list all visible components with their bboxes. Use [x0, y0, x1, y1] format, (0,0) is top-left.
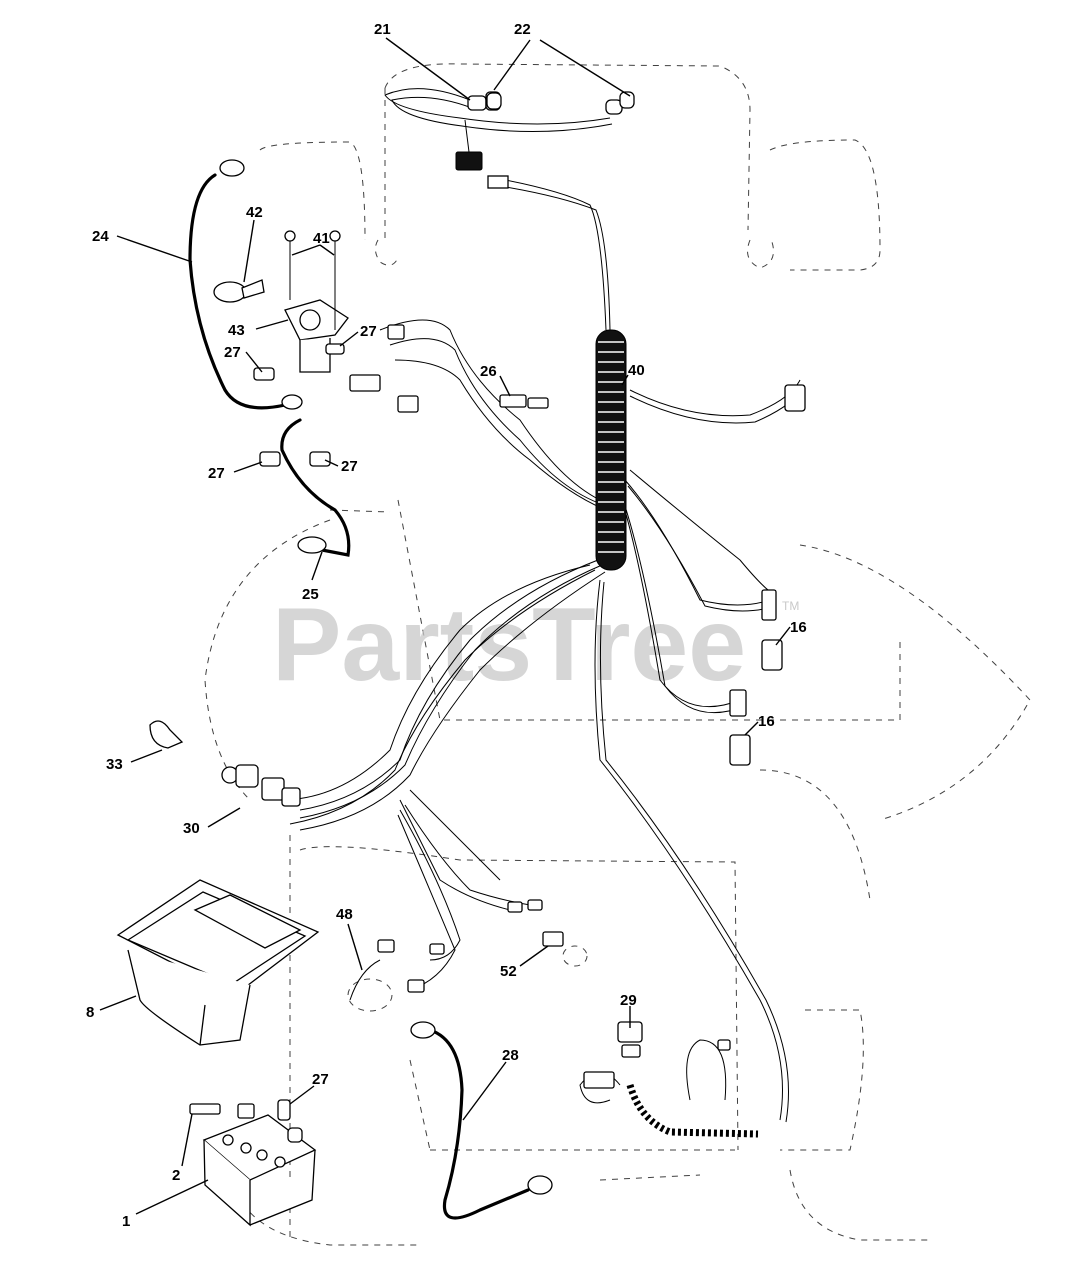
callout-40: 40	[628, 362, 645, 379]
bracket	[349, 324, 806, 413]
tractor-ghost-outline	[204, 63, 1031, 1246]
clip-33	[149, 720, 184, 749]
key-42	[213, 279, 265, 303]
callout-2: 2	[172, 1167, 180, 1184]
cable-28	[410, 1021, 553, 1220]
cable-24	[188, 159, 303, 410]
callout-26: 26	[480, 363, 497, 380]
connector-48	[347, 939, 445, 1012]
callout-33: 33	[106, 756, 123, 773]
callout-43: 43	[228, 322, 245, 339]
battery-1	[202, 1114, 317, 1227]
small-connectors	[507, 899, 543, 913]
callout-30: 30	[183, 820, 200, 837]
leader-lines	[99, 37, 791, 1215]
battery-box-8	[116, 879, 320, 1046]
callout-16-b: 16	[758, 713, 775, 730]
screws-41	[284, 230, 341, 330]
switch-16b	[729, 689, 751, 766]
headlight-bulb-22a	[486, 92, 502, 110]
headlight-bulb-22b	[605, 91, 635, 115]
callout-28: 28	[502, 1047, 519, 1064]
connector-30	[221, 764, 301, 807]
callout-52: 52	[500, 963, 517, 980]
callout-24: 24	[92, 228, 109, 245]
connector-26	[499, 394, 549, 409]
callouts: 21 22 24 42 41 43 27 27 26 40 27 27 25 1…	[86, 21, 807, 1230]
callout-16-a: 16	[790, 619, 807, 636]
callout-27-b: 27	[224, 344, 241, 361]
watermark-tm: TM	[782, 599, 799, 613]
callout-27-a: 27	[360, 323, 377, 340]
callout-25: 25	[302, 586, 319, 603]
harness-loom	[595, 329, 627, 571]
connector	[455, 151, 509, 189]
loom-ribs	[598, 341, 624, 553]
terminals-27	[253, 343, 345, 1121]
callout-1: 1	[122, 1213, 130, 1230]
connector-52	[542, 931, 588, 967]
coiled-cable	[626, 1083, 759, 1138]
callout-8: 8	[86, 1004, 94, 1021]
callout-21: 21	[374, 21, 391, 38]
callout-27-d: 27	[341, 458, 358, 475]
callout-41: 41	[313, 230, 330, 247]
callout-48: 48	[336, 906, 353, 923]
switch-16a	[761, 589, 783, 671]
watermark: PartsTree	[272, 587, 746, 703]
bolt-2	[189, 1103, 255, 1119]
callout-29: 29	[620, 992, 637, 1009]
callout-27-e: 27	[312, 1071, 329, 1088]
callout-42: 42	[246, 204, 263, 221]
cable-25	[280, 418, 351, 557]
callout-22: 22	[514, 21, 531, 38]
switch-29	[583, 1021, 731, 1089]
callout-27-c: 27	[208, 465, 225, 482]
ignition-switch-43	[284, 299, 349, 373]
